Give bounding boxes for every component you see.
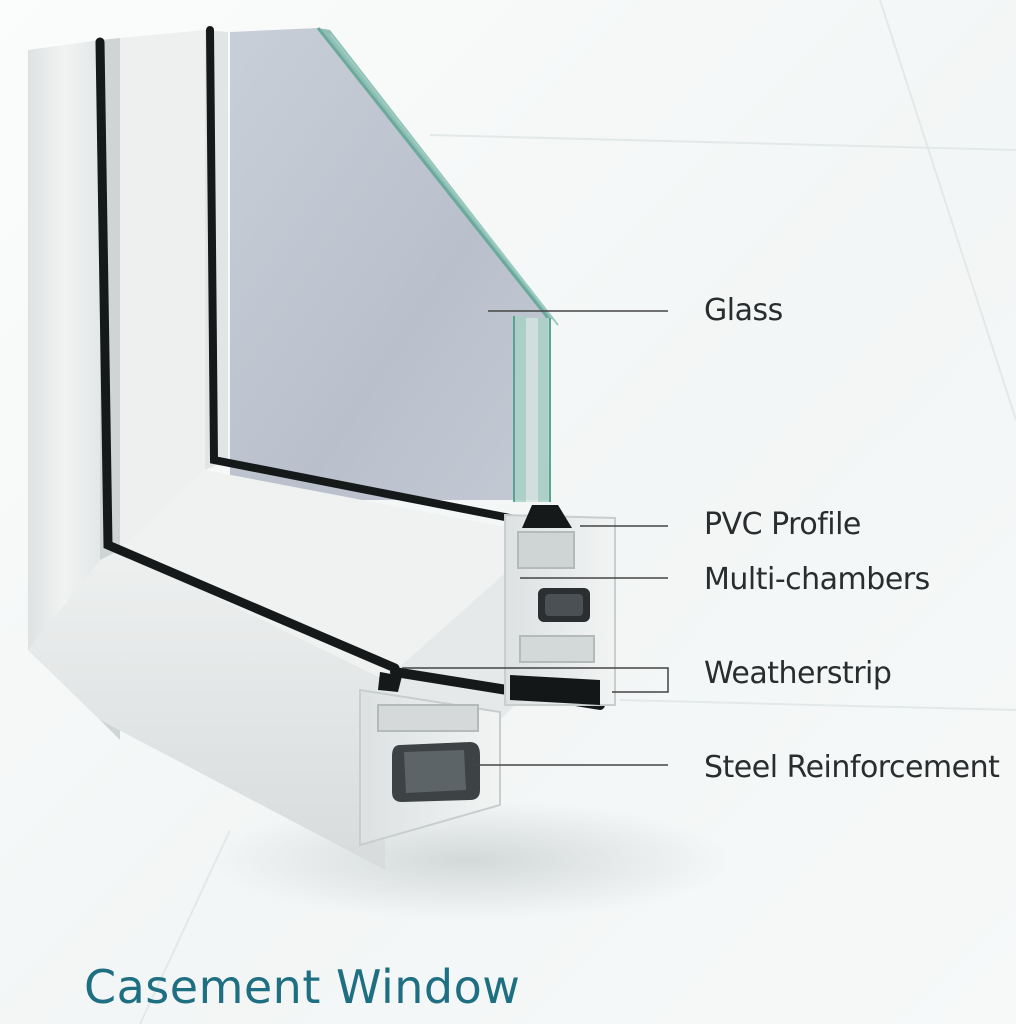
pvc-frame-bottom (28, 470, 520, 870)
leader-lines (402, 310, 669, 766)
leader-line-weatherstrip (402, 667, 669, 693)
label-steel-reinforcement: Steel Reinforcement (704, 750, 1000, 785)
label-multi-chambers: Multi-chambers (704, 562, 930, 597)
label-glass: Glass (704, 293, 783, 328)
diagram-caption: Casement Window (84, 960, 521, 1014)
label-pvc-profile: PVC Profile (704, 507, 861, 542)
sash-section (504, 505, 616, 706)
frame-section (359, 672, 501, 847)
label-weatherstrip: Weatherstrip (704, 656, 892, 691)
glass-panes (230, 27, 559, 502)
